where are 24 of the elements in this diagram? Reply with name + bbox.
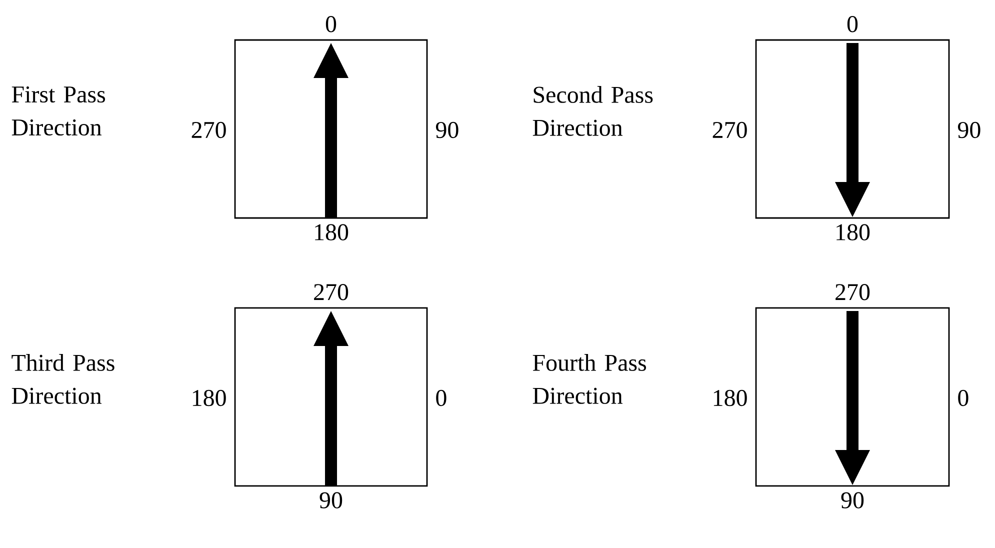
direction-box [755,307,950,487]
pass-label: Third Pass Direction [12,354,114,404]
angle-label: 90 [320,492,342,508]
angle-label: 270 [836,284,870,300]
angle-label: 180 [315,224,348,240]
pass-label: Second Pass Direction [532,86,653,136]
direction-box [234,39,428,219]
angle-label: 0 [436,390,446,406]
angle-label: 0 [326,16,336,32]
angle-label: 270 [314,284,348,300]
angle-label: 0 [847,16,858,32]
pass-label: Fourth Pass Direction [532,354,646,404]
angle-label: 90 [436,122,458,138]
angle-label: 270 [712,122,747,138]
angle-label: 180 [836,224,870,240]
angle-label: 0 [958,390,968,406]
angle-label: 270 [192,122,226,138]
direction-box [234,307,428,487]
angle-label: 180 [714,390,747,406]
angle-label: 90 [958,122,980,138]
angle-label: 90 [841,492,864,508]
direction-box [755,39,950,219]
pass-label: First Pass Direction [12,86,106,136]
angle-label: 180 [192,390,226,406]
